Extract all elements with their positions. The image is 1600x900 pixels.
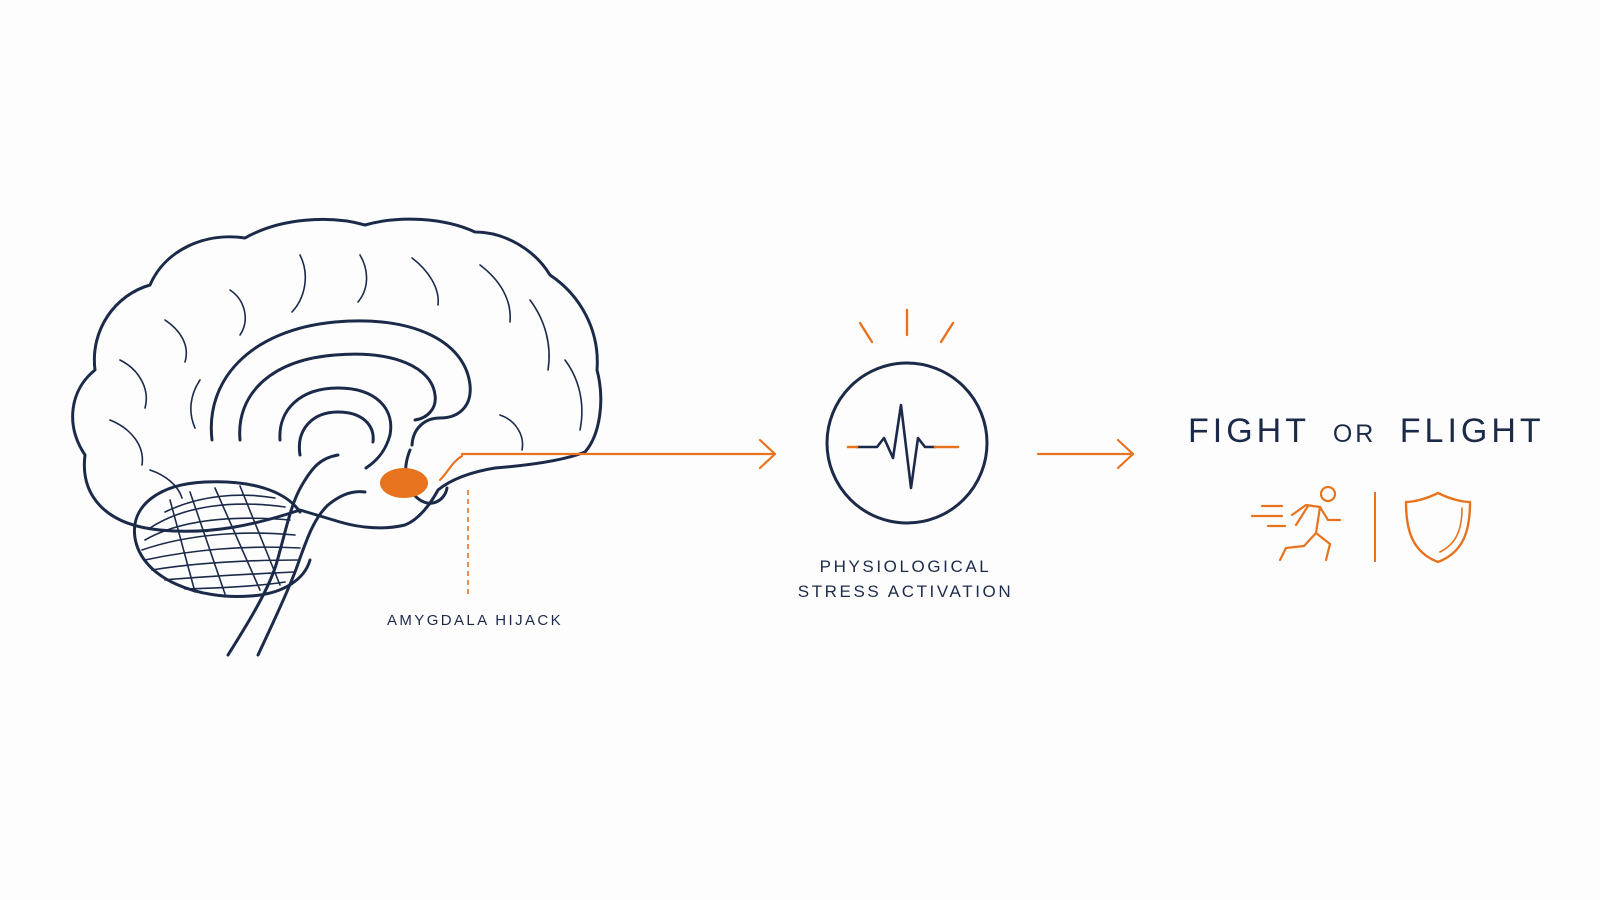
brain-icon	[71, 217, 603, 657]
cortex-folds	[109, 254, 583, 499]
running-person-icon	[1250, 485, 1342, 562]
ecg-line	[855, 403, 937, 490]
arrow-brain-to-stress	[438, 438, 777, 482]
fight-word: FIGHT	[1188, 412, 1310, 450]
alert-rays	[858, 308, 955, 344]
brainstem-outline	[226, 453, 340, 657]
stress-activation-label: PHYSIOLOGICAL STRESS ACTIVATION	[793, 554, 1018, 604]
amygdala	[380, 468, 428, 498]
amygdala-hijack-label: AMYGDALA HIJACK	[387, 612, 564, 629]
brain-outline	[71, 217, 603, 533]
arrow-stress-to-response	[1036, 438, 1135, 470]
thalamus	[278, 386, 393, 470]
corpus-callosum	[209, 319, 472, 447]
fight-or-flight-title: FIGHT OR FLIGHT	[1188, 412, 1545, 451]
stress-label-line2: STRESS ACTIVATION	[797, 582, 1014, 601]
shield-icon	[1404, 491, 1472, 564]
heartbeat-icon	[825, 308, 989, 525]
stress-label-line1: PHYSIOLOGICAL	[819, 557, 992, 576]
or-word: OR	[1332, 420, 1377, 448]
flight-word: FLIGHT	[1399, 412, 1545, 450]
